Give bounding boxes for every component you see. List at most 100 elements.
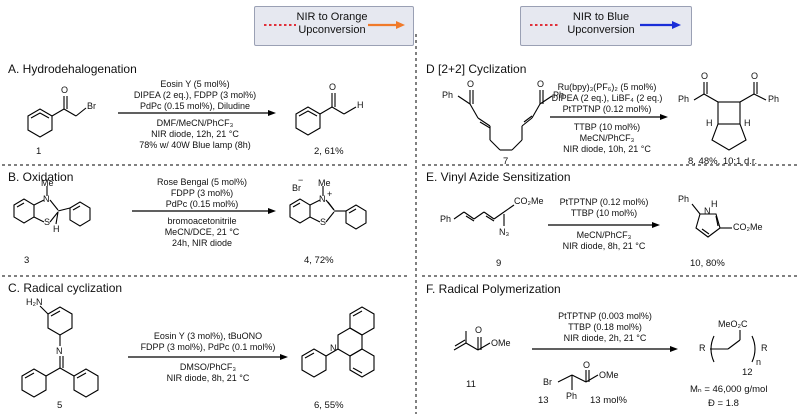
section-title-F: F. Radical Polymerization [426,282,561,296]
C-prod-ring-bot [349,348,375,378]
arrow-E-head [652,222,660,228]
C-sm-phenyl-left [21,368,47,398]
C-sm-label: 5 [57,400,63,411]
A-sm-oxygen: O [61,85,69,95]
B-prod-label: 4, 72% [304,255,334,266]
B-below-1: bromoacetonitrile [167,216,237,226]
A-above-2: DIPEA (2 eq.), FDPP (3 mol%) [133,90,257,101]
B-sm-benzo [13,198,35,224]
section-title-A: A. Hydrodehalogenation [8,62,137,76]
C-sm-aniline [47,306,73,336]
C-above-1: Eosin Y (3 mol%), tBuONO [153,331,263,341]
A-conditions-above: Eosin Y (5 mol%) DIPEA (2 eq.), FDPP (3 … [120,79,270,113]
B-below-3: 24h, NIR diode [171,238,233,249]
F-prod-r-right: R [761,343,768,353]
C-prod-ring-mid [337,327,363,357]
B-conditions-below: bromoacetonitrile MeCN/DCE, 21 °C 24h, N… [132,216,272,250]
B-prod-bromide: Br [292,183,301,193]
B-prod-nitrogen: N [319,194,326,204]
E-below-1: MeCN/PhCF₃ [576,230,632,240]
D-prod-hydrogen-left: H [706,118,713,128]
F-sm-oxygen: O [475,325,483,335]
B-conditions-above: Rose Bengal (5 mol%) FDPP (3 mol%) PdPc … [132,177,272,211]
F-init-amount: 13 mol% [590,395,627,406]
D-sm-oxygen-left: O [467,79,475,89]
E-above-2: TTBP (10 mol%) [570,208,638,219]
C-sm-phenyl-right [73,368,99,398]
B-prod-phenyl [345,204,367,230]
B-sm-sulfur: S [44,217,51,227]
D-prod-cyclobutane [717,101,741,125]
B-sm-nitrogen: N [43,194,50,204]
section-title-C: C. Radical cyclization [8,281,123,295]
C-above-2: FDPP (3 mol%), PdPc (0.1 mol%) [140,342,276,353]
A-sm-label: 1 [36,146,42,157]
E-above-1: PtTPTNP (0.12 mol%) [559,197,649,207]
E-sm-phenyl: Ph [440,214,452,224]
D-prod-oxygen-right: O [751,71,759,81]
D-above-1: Ru(bpy)₃(PF₆)₂ (5 mol%) [557,82,657,92]
F-sm-label: 11 [466,379,476,390]
section-title-D: D [2+2] Cyclization [426,62,527,76]
A-sm-inner [30,112,50,119]
D-prod-hydrogen-right: H [744,118,751,128]
E-conditions-above: PtTPTNP (0.12 mol%) TTBP (10 mol%) [548,197,660,219]
B-sm-phenyl [69,201,91,227]
D-prod-phenyl-left: Ph [678,94,690,104]
D-sm-phenyl-right: Ph [553,90,565,100]
D-prod-oxygen-left: O [701,71,709,81]
A-below-3: 78% w/ 40W Blue lamp (8h) [139,140,251,151]
C-sm-amine: H₂N [26,297,43,307]
F-init-methoxy: OMe [599,370,619,380]
legend-orange-label: NIR to Orange Upconversion [296,11,368,37]
F-mn-value: Mₙ = 46,000 g/mol [690,384,768,395]
F-prod-label: 12 [742,367,753,378]
E-sm-label: 9 [496,258,502,269]
B-sm-methyl: Me [41,178,54,188]
B-prod-minus: − [298,175,304,185]
A-sm-bromine: Br [87,101,96,111]
F-dispersity: Đ = 1.8 [708,398,739,409]
C-below-1: DMSO/PhCF₃ [179,362,237,372]
F-init-oxygen: O [583,360,591,370]
A-above-3: PdPc (0.15 mol%), Diludine [139,101,251,112]
legend-orange-line2: Upconversion [298,24,366,36]
D-below-2: MeCN/PhCF₃ [579,133,635,144]
E-below-2: NIR diode, 8h, 21 °C [562,241,646,252]
D-conditions-below: TTBP (10 mol%) MeCN/PhCF₃ NIR diode, 10h… [542,122,672,156]
B-above-2: FDPP (3 mol%) [170,188,234,199]
A-above-1: Eosin Y (5 mol%) [160,79,230,89]
E-sm-azide: N₃ [499,227,510,237]
B-prod-methyl: Me [318,178,331,188]
F-above-1: PtTPTNP (0.003 mol%) [558,311,652,321]
section-title-B: B. Oxidation [8,170,74,184]
C-prod-nitrogen: N [330,343,337,353]
legend-orange-line1: NIR to Orange [296,11,368,23]
E-prod-phenyl: Ph [678,194,690,204]
arrow-D-head [660,114,668,120]
F-prod-r-left: R [699,343,706,353]
D-sm-oxygen-right: O [537,79,545,89]
D-above-3: PtTPTNP (0.12 mol%) [562,104,652,115]
F-init-phenyl: Ph [566,391,578,401]
A-prod-hydrogen: H [357,100,364,110]
F-init-label: 13 [538,395,549,406]
D-above-2: DIPEA (2 eq.), LiBF₄ (2 eq.) [551,93,663,104]
E-prod-nitrogen: N [704,206,711,216]
B-below-2: MeCN/DCE, 21 °C [164,227,240,238]
B-prod-benzo [289,198,311,224]
F-prod-n-subscript: n [756,357,762,367]
B-sm-label: 3 [24,255,30,266]
A-below-1: DMF/MeCN/PhCF₃ [156,118,234,128]
B-sm-hydrogen: H [53,224,60,234]
B-prod-plus: + [327,189,333,199]
A-conditions-below: DMF/MeCN/PhCF₃ NIR diode, 12h, 21 °C 78%… [120,118,270,152]
E-prod-nh-hydrogen: H [711,199,718,209]
A-below-2: NIR diode, 12h, 21 °C [151,129,239,140]
A-prod-oxygen: O [329,82,337,92]
legend-blue-line2: Upconversion [567,24,635,36]
B-above-3: PdPc (0.15 mol%) [165,199,239,210]
legend-orange-arrow-head [396,21,405,29]
E-conditions-below: MeCN/PhCF₃ NIR diode, 8h, 21 °C [548,230,660,252]
